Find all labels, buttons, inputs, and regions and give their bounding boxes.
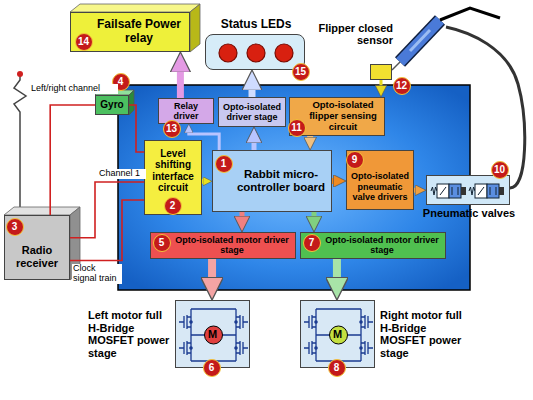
callout-number: 2 bbox=[164, 197, 182, 215]
signal-label: Left/right channel bbox=[30, 84, 118, 94]
flow-arrow bbox=[240, 212, 245, 219]
callout-number: 15 bbox=[292, 63, 310, 81]
flow-arrow bbox=[380, 80, 383, 88]
box-heading: Pneumatic valves bbox=[414, 207, 524, 220]
box-label: Failsafe Power relay bbox=[93, 18, 185, 46]
callout-number: 9 bbox=[346, 151, 364, 169]
flow-arrow bbox=[307, 136, 313, 140]
box-heading: Right motor full H-Bridge MOSFET power s… bbox=[380, 309, 470, 360]
led-panel: Status LEDs bbox=[205, 34, 305, 70]
flow-arrow bbox=[414, 188, 417, 193]
signal-label: Clock signal train bbox=[72, 264, 122, 284]
flow-arrow bbox=[177, 68, 184, 98]
flow-arrow bbox=[202, 179, 205, 184]
flow-arrow bbox=[312, 212, 317, 219]
callout-number: 8 bbox=[328, 359, 346, 377]
box-label: Rabbit micro-controller board bbox=[235, 168, 327, 194]
callout-number: 3 bbox=[6, 218, 24, 236]
antenna bbox=[14, 71, 26, 207]
callout-number: 6 bbox=[203, 359, 221, 377]
box-label: Gyro bbox=[100, 99, 123, 111]
box-label: Level shifting interface circuit bbox=[147, 148, 199, 194]
signal-wire bbox=[50, 105, 95, 215]
box-label: Radio receiver bbox=[7, 244, 67, 269]
signal-wire bbox=[70, 200, 144, 261]
flow-arrow bbox=[249, 86, 256, 97]
valve-box: Pneumatic valves bbox=[426, 175, 510, 205]
board-panel bbox=[118, 85, 470, 290]
box-heading: Status LEDs bbox=[206, 18, 306, 32]
flow-arrow bbox=[252, 140, 257, 150]
driver-box: Relay driver bbox=[158, 98, 214, 124]
signal-wire bbox=[129, 105, 144, 152]
callout-number: 5 bbox=[153, 234, 171, 252]
callout-number: 12 bbox=[393, 77, 411, 95]
signal-label: Channel 1 bbox=[98, 169, 146, 179]
flow-arrow bbox=[332, 178, 336, 184]
flow-arrow bbox=[208, 259, 216, 282]
flipper-cylinder bbox=[392, 8, 500, 70]
sensor-box: Flipper closed sensor bbox=[370, 64, 392, 80]
gyro-box: Gyro bbox=[95, 95, 129, 115]
box-heading: Left motor full H-Bridge MOSFET power st… bbox=[88, 309, 170, 360]
callout-number: 13 bbox=[163, 120, 181, 138]
flow-arrow bbox=[333, 259, 341, 282]
box-heading: Flipper closed sensor bbox=[293, 22, 393, 47]
callout-number: 11 bbox=[288, 119, 306, 137]
box-label: Opto-isolated driver stage bbox=[221, 102, 283, 123]
air-hose bbox=[446, 27, 525, 188]
box-label: Opto-isolated pneumatic valve drivers bbox=[349, 171, 411, 202]
motor-symbol-letter: M bbox=[206, 328, 220, 340]
box-label: Relay driver bbox=[161, 101, 211, 122]
motor-symbol-letter: M bbox=[331, 328, 345, 340]
callout-number: 14 bbox=[75, 33, 93, 51]
box-label: Opto-isolated flipper sensing circuit bbox=[306, 100, 380, 133]
callout-number: 1 bbox=[215, 155, 233, 173]
box-label: Opto-isolated motor driver stage bbox=[171, 235, 293, 256]
box-label: Opto-isolated motor driver stage bbox=[321, 235, 443, 256]
motor-driver-box: Opto-isolated motor driver stage bbox=[300, 232, 446, 259]
motor-driver-box: Opto-isolated motor driver stage bbox=[150, 232, 296, 259]
driver-box: Opto-isolated driver stage bbox=[218, 97, 286, 127]
callout-number: 7 bbox=[303, 234, 321, 252]
callout-number: 10 bbox=[491, 161, 509, 179]
signal-wire bbox=[70, 182, 144, 238]
